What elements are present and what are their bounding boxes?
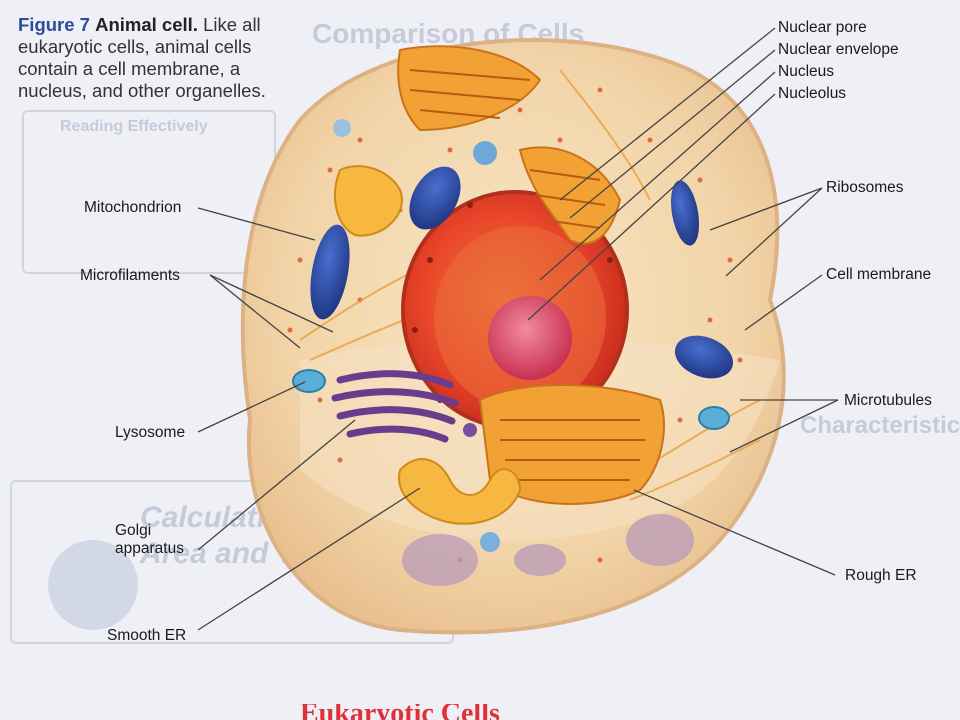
mitochondria — [310, 166, 734, 379]
nucleolus-shape — [488, 296, 572, 380]
label-rough-er: Rough ER — [845, 567, 917, 584]
leader-lines — [197, 27, 839, 631]
leader-lysosome — [197, 381, 306, 433]
leader-nucleolus — [527, 93, 776, 321]
leader-nuclear-pore — [559, 27, 776, 201]
figure-caption: Figure 7 Animal cell. Like all eukaryoti… — [18, 14, 278, 102]
label-ribosomes: Ribosomes — [826, 179, 904, 196]
leader-smooth-er — [197, 487, 421, 631]
leader-ribosomes-1 — [709, 187, 823, 231]
label-nucleus: Nucleus — [778, 63, 834, 80]
label-smooth-er: Smooth ER — [107, 627, 187, 644]
background-math-badge — [48, 540, 138, 630]
leader-mitochondrion — [197, 207, 316, 241]
leader-cell-membrane — [744, 274, 823, 331]
lysosomes — [292, 119, 730, 552]
leader-ribosomes-2 — [725, 187, 823, 277]
figure-caption-text: Like all eukaryotic cells, animal cells … — [18, 14, 266, 101]
leader-rough-er — [633, 489, 836, 576]
label-microtubules: Microtubules — [844, 392, 932, 409]
label-microfilaments: Microfilaments — [80, 267, 180, 284]
leader-golgi — [197, 419, 356, 551]
figure-number: Figure 7 — [18, 14, 90, 35]
label-nuclear-envelope: Nuclear envelope — [778, 41, 899, 58]
smooth-er-shape — [398, 458, 522, 525]
background-sidebar-heading: Reading Effectively — [60, 118, 208, 135]
golgi-vesicle — [463, 423, 477, 437]
footer-title: Eukaryotic Cells — [300, 704, 500, 720]
label-lysosome: Lysosome — [115, 424, 186, 441]
label-mitochondrion: Mitochondrion — [84, 199, 182, 216]
leader-nuclear-envelope — [569, 49, 776, 219]
rough-er-folds — [409, 69, 645, 481]
background-section-heading: Characteristics — [800, 412, 960, 439]
label-nucleolus: Nucleolus — [778, 85, 847, 102]
smooth-er-left — [334, 165, 403, 237]
label-golgi-apparatus: Golgi apparatus — [115, 522, 184, 557]
label-nuclear-pore: Nuclear pore — [778, 19, 867, 36]
leader-microfilaments-1 — [209, 274, 334, 333]
vacuoles — [402, 514, 694, 586]
golgi-shape — [331, 370, 459, 443]
leader-nucleus — [539, 71, 776, 281]
figure-title: Animal cell. — [95, 14, 198, 35]
leader-microfilaments-2 — [209, 274, 301, 349]
label-cell-membrane: Cell membrane — [826, 266, 932, 283]
leader-microtubules-2 — [729, 399, 839, 453]
